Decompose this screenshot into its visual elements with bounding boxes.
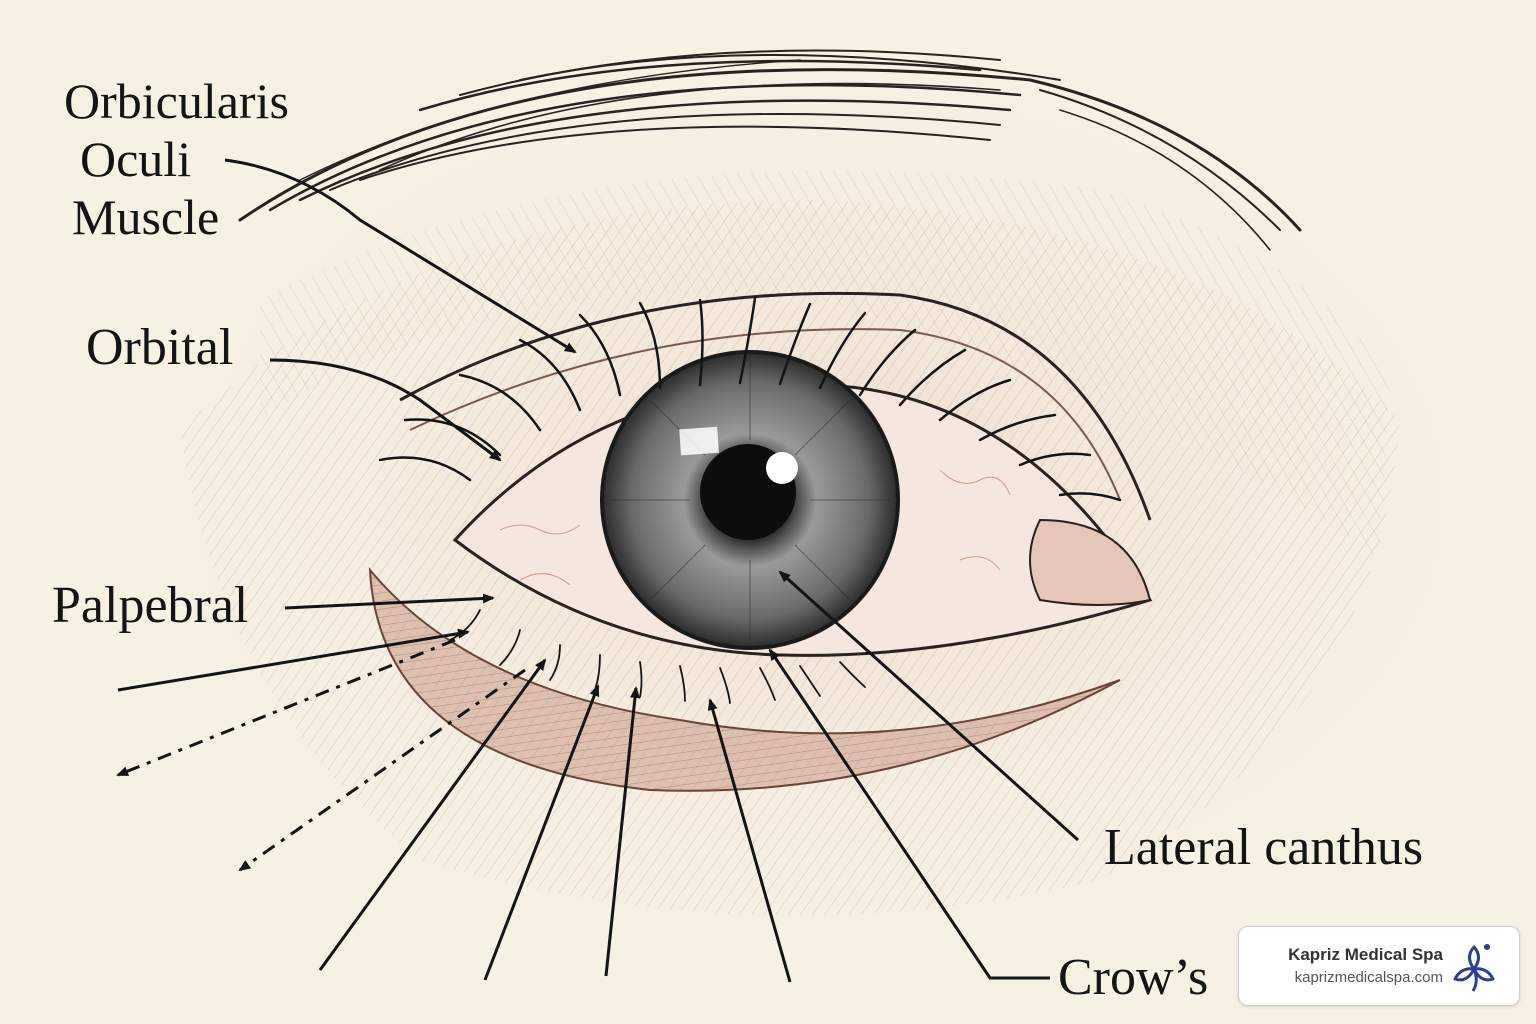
brand-url[interactable]: kaprizmedicalspa.com [1294,969,1443,986]
label-line: Muscle [72,189,220,245]
fan-line-2 [318,658,547,971]
fan-line-5 [707,698,792,983]
brand-card[interactable]: Kapriz Medical Spa kaprizmedicalspa.com [1238,926,1520,1006]
upper-eyelid [399,291,1152,521]
fan-line-3 [483,684,600,981]
crows-leader [768,648,1050,980]
label-orbicularis-oculi-muscle: Orbicularis Oculi Muscle [64,72,289,246]
canthus-corner [1029,518,1152,606]
orbital-leader [269,358,502,462]
orbicularis-leader [224,158,577,354]
label-orbital: Orbital [86,319,234,376]
fan-line-4 [604,686,640,977]
eyebrow [238,49,1302,251]
dashed-arrows [116,638,526,872]
eye-highlight [766,452,798,484]
leader-lines [117,158,1080,983]
lower-eyelashes [449,609,866,704]
brand-name: Kapriz Medical Spa [1288,945,1443,964]
lateral-canthus-leader [778,570,1080,842]
label-crows: Crow’s [1058,949,1209,1006]
label-palpebral: Palpebral [52,577,249,634]
leaf-flower-logo-icon [1453,944,1495,992]
label-lateral-canthus: Lateral canthus [1104,819,1424,876]
fan-line-1 [117,628,470,692]
label-line: Orbicularis [64,73,289,129]
palpebral-leader [284,593,495,610]
label-line: Oculi [80,131,192,187]
